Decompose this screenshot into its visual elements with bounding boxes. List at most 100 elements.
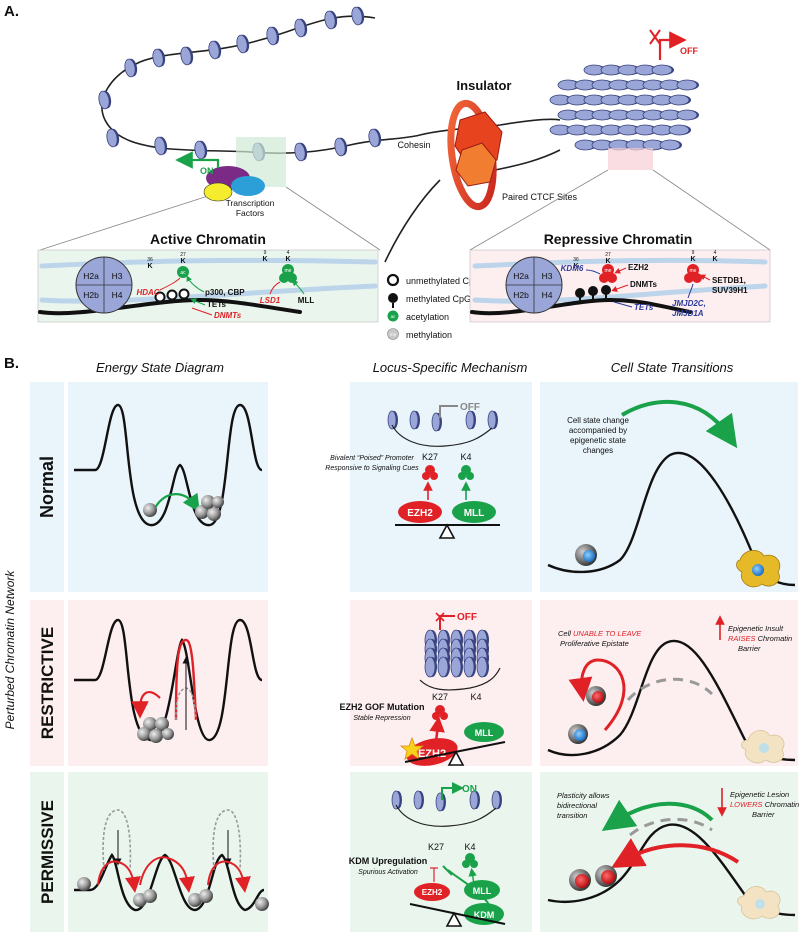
k36-letter: K: [147, 263, 152, 270]
me-badge-icon: [387, 328, 399, 340]
cell-note-normal-2: accompanied by: [569, 426, 627, 435]
acetylation-mark: [177, 266, 189, 278]
ezh2-enzyme: [398, 501, 442, 523]
dnmts-label: DNMTs: [214, 311, 242, 320]
methylation-mark-k9-3: [692, 273, 702, 283]
transcription-factors: Transcription Factors: [203, 166, 275, 218]
nucleosome: [634, 64, 657, 76]
nucleosome: [659, 139, 682, 151]
off-arrow: OFF: [649, 29, 698, 60]
k27-label: K27: [432, 692, 448, 702]
mll-label: MLL: [473, 886, 492, 896]
nucleosome: [413, 790, 424, 810]
mutation-star-icon: [399, 736, 425, 760]
cell-ball: [207, 507, 221, 521]
nucleosome: [387, 410, 398, 430]
nucleosome: [368, 128, 382, 148]
k4-number: 4: [714, 250, 717, 256]
repressive-chromatin-panel: Repressive Chromatin H2a H3 H2b H4 36 K …: [469, 231, 771, 323]
cell-note-permissive-left-1: Plasticity allows: [557, 791, 610, 800]
nucleosome: [634, 124, 657, 136]
mech-caption-restrictive-1: EZH2 GOF Mutation: [340, 702, 425, 712]
nucleosome: [659, 79, 682, 91]
cell-ball: [201, 495, 215, 509]
mechanism-permissive: ON KDM Upregulation Spurious Activation …: [349, 782, 506, 927]
lollipop-icon: [388, 293, 398, 303]
nucleosome-array: [391, 790, 502, 812]
nucleosome: [106, 128, 120, 148]
nucleosome: [463, 656, 476, 678]
nucleosome: [124, 58, 138, 78]
tets-label: TETs: [634, 303, 654, 312]
nucleosome: [617, 94, 640, 106]
tf-label-line-1: Transcription: [226, 198, 275, 208]
nucleosome: [424, 656, 437, 678]
nucleosome: [566, 124, 589, 136]
nucleosome: [600, 124, 623, 136]
me-text: me: [605, 268, 612, 274]
nucleosome: [608, 139, 631, 151]
nucleosome: [608, 79, 631, 91]
legend: unmethylated CpG methylated CpG ac acety…: [386, 273, 481, 340]
chromatin-fiber: [101, 15, 561, 154]
unmethylated-cpg: [166, 289, 178, 301]
k9-letter: K: [690, 256, 695, 263]
jmjd1a-label: JMJD1A: [672, 309, 704, 318]
open-nucleosomes: [98, 6, 382, 162]
nucleosome: [574, 139, 597, 151]
nucleosome: [583, 94, 606, 106]
panel-a-label: A.: [4, 3, 19, 20]
off-label-restrictive: OFF: [457, 612, 477, 623]
open-circle-icon: [386, 273, 400, 287]
on-arrow: ON: [175, 151, 220, 176]
k36-number: 36: [147, 257, 153, 263]
lsd1-label: LSD1: [260, 296, 281, 305]
balance-fulcrum: [447, 750, 465, 766]
nucleosome: [642, 79, 665, 91]
k4-label: K4: [470, 692, 481, 702]
col-header-energy: Energy State Diagram: [96, 360, 224, 375]
ac-text: ac: [180, 270, 186, 276]
k36-number: 36: [573, 257, 579, 263]
energy-bg-permissive: [68, 772, 268, 932]
on-label-permissive: ON: [462, 784, 477, 795]
active-chromatin-panel: Active Chromatin H2a H3 H2b H4 36 K 27 K…: [37, 231, 379, 323]
nucleosome: [476, 656, 489, 678]
cell-ball: [155, 717, 169, 731]
nucleosome: [208, 40, 222, 60]
off-label-normal: OFF: [460, 402, 480, 413]
insulator-label: Insulator: [457, 78, 512, 93]
k36-letter: K: [573, 263, 578, 270]
ctcf-label: Paired CTCF Sites: [502, 192, 578, 202]
ezh2-enzyme: [414, 883, 450, 901]
unmethylated-cpg: [154, 291, 166, 303]
unmethylated-cpg: [178, 288, 190, 300]
k27-label: K27: [428, 842, 444, 852]
mech-caption-normal-1: Bivalent “Poised” Promoter: [330, 455, 414, 462]
kdm6-label: KDM6: [561, 264, 584, 273]
k4-letter: K: [712, 256, 717, 263]
nucleosome: [634, 94, 657, 106]
nucleosome: [334, 137, 348, 157]
nucleosome: [294, 18, 308, 38]
methylation-mark-k27-2: [599, 273, 609, 283]
nucleosome: [351, 6, 365, 26]
row-label-normal: Normal: [37, 456, 57, 518]
mech-caption-permissive-1: KDM Upregulation: [349, 856, 428, 866]
energy-diagram-permissive: [74, 809, 269, 912]
col-header-cell-state: Cell State Transitions: [611, 360, 734, 375]
nucleosome: [651, 64, 674, 76]
nucleosome: [659, 109, 682, 121]
nucleosome: [625, 109, 648, 121]
jmjd2c-label: JMJD2C,: [672, 299, 706, 308]
cell-note-normal-1: Cell state change: [567, 416, 629, 425]
cell-state-restrictive: Cell UNABLE TO LEAVE Proliferative Epist…: [547, 615, 796, 764]
nucleosome: [469, 790, 480, 810]
row-label-bg-permissive: [30, 772, 64, 932]
histone-h2b: H2b: [513, 290, 529, 300]
cell-note-restrictive-left-2: Proliferative Epistate: [560, 639, 629, 648]
nucleosome: [668, 124, 691, 136]
heterochromatin-cluster: [549, 64, 699, 151]
nucleosome: [583, 124, 606, 136]
p300-label: p300, CBP: [205, 288, 245, 297]
